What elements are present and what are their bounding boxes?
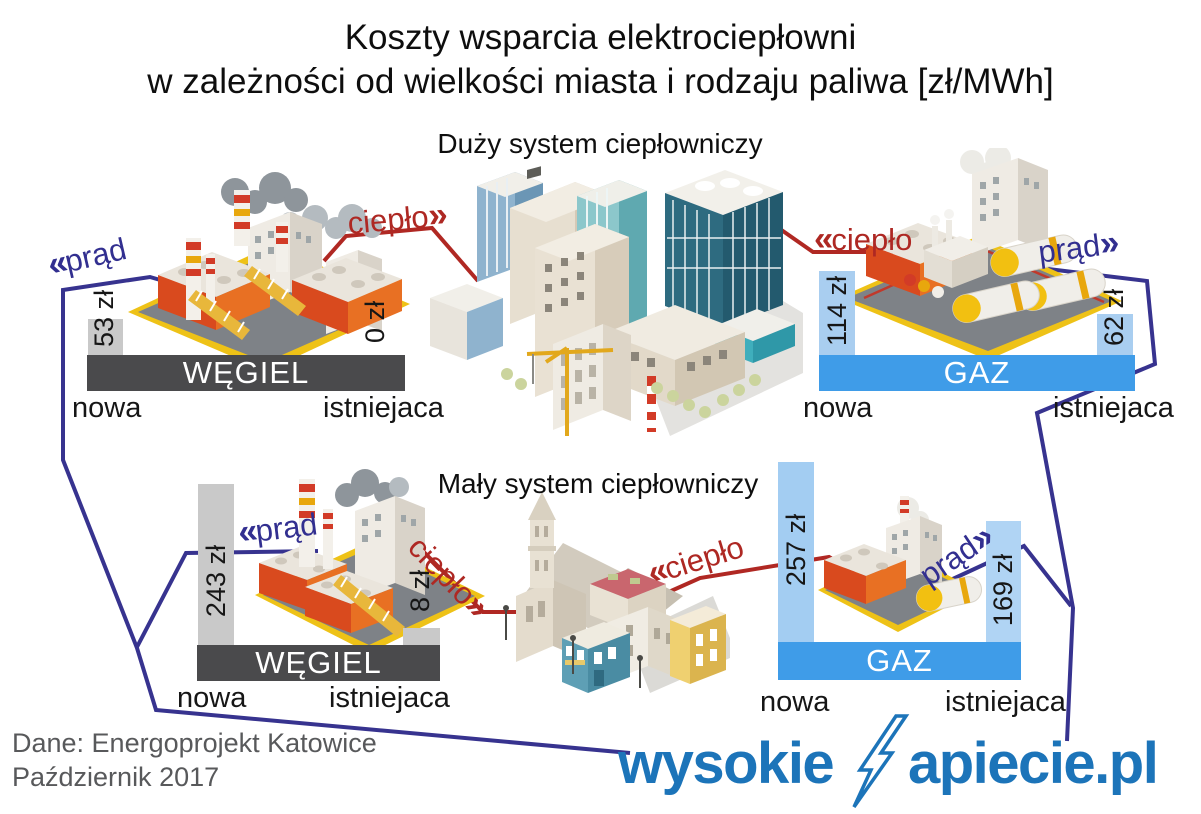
logo-prefix: wysokie [618,731,835,796]
axis-label-coal-large-new: nowa [72,392,142,424]
street-lamps [505,610,641,688]
chevron-left-icon: « [814,220,833,258]
construction-crane [526,346,614,436]
fuel-bar-coal-small: WĘGIEL [197,645,440,681]
value-bar-gas-large-new [819,271,855,355]
cieplo-line-coal-large [322,225,480,283]
axis-label-gas-large-existing: istniejaca [1053,392,1174,424]
chevron-right-icon: » [426,195,448,235]
fuel-bar-gas-small: GAZ [778,642,1021,680]
value-label-coal-small-new: 243 zł [200,544,231,618]
fuel-bar-gas-large: GAZ [819,355,1135,391]
value-bar-gas-small-new [778,462,814,642]
value-bar-gas-large-existing [1097,314,1133,355]
value-bar-coal-large-new [88,319,123,355]
trees [501,368,761,418]
page-title: Koszty wsparcia elektrociepłowni w zależ… [0,16,1201,104]
value-bar-coal-small-new [198,484,234,645]
value-label-coal-large-existing: 0 zł [359,300,390,344]
value-label-gas-small-new: 257 zł [780,513,811,587]
value-label-gas-large-new: 114 zł [821,275,852,347]
fuel-label: WĘGIEL [182,355,310,390]
gas-plant-large-illustration [838,148,1122,360]
prad-line-coal-large [61,274,631,755]
lightning-bolt-icon [852,714,910,809]
gas-plant-small-illustration [818,496,983,632]
flow-label-cieplo-gas-large: «ciepło [814,220,913,258]
axis-label-gas-small-new: nowa [760,686,830,718]
source-line: Dane: Energoprojekt Katowice [12,728,377,758]
axis-label-gas-small-existing: istniejaca [945,686,1066,718]
wysokienapiecie-logo: wysokie apiecie.pl [618,714,1193,814]
small-town-illustration [503,492,730,693]
coal-plant-small-illustration [255,469,485,653]
title-line-2: w zależności od wielkości miasta i rodza… [147,62,1054,101]
large-city-illustration [430,166,803,436]
yellow-building [670,606,726,684]
value-label-gas-small-existing: 169 zł [987,553,1018,627]
value-bar-coal-small-existing [403,628,440,645]
fuel-bar-coal-large: WĘGIEL [87,355,405,391]
fuel-label: GAZ [943,355,1011,390]
blue-shop [562,622,630,693]
fuel-label: GAZ [866,643,933,678]
axis-label-coal-small-new: nowa [177,682,247,714]
data-source: Dane: Energoprojekt Katowice Październik… [12,726,377,794]
fuel-label: WĘGIEL [255,645,382,680]
section-title-large-system: Duży system ciepłowniczy [437,128,763,159]
prad-line-coal-small [135,549,319,648]
axis-label-coal-large-existing: istniejaca [323,392,444,424]
gas-tanks [952,234,1106,323]
coal-plant-large-illustration [128,172,410,370]
logo-suffix: apiecie.pl [908,731,1159,796]
axis-label-coal-small-existing: istniejaca [329,682,450,714]
title-line-1: Koszty wsparcia elektrociepłowni [344,18,857,57]
value-label-gas-large-existing: 62 zł [1098,289,1129,347]
axis-label-gas-large-new: nowa [803,392,873,424]
value-bar-gas-small-existing [986,521,1021,642]
source-date: Październik 2017 [12,762,220,792]
section-title-small-system: Mały system ciepłowniczy [437,468,759,499]
value-label-coal-large-new: 53 zł [88,290,119,348]
